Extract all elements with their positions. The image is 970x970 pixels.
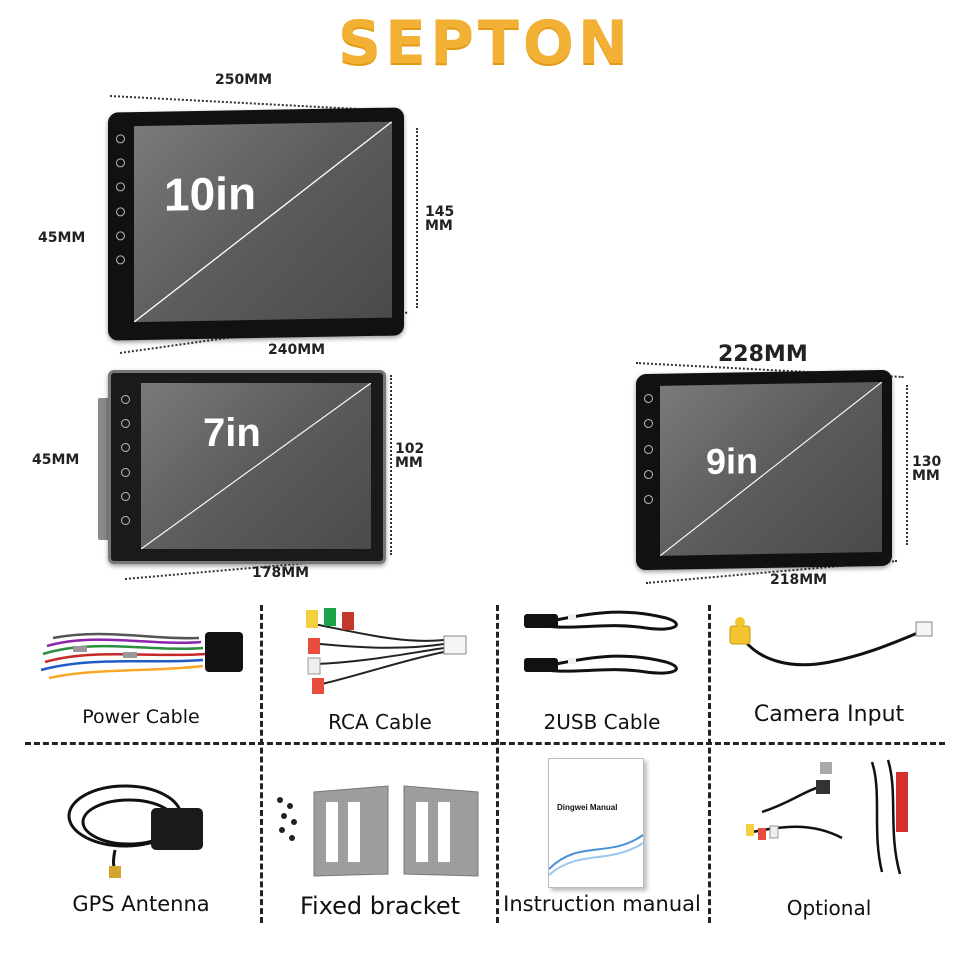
accessory-fixed-bracket: Fixed bracket <box>264 750 496 925</box>
accessory-label: 2USB Cable <box>543 710 661 734</box>
side-buttons <box>119 395 131 525</box>
accessory-gps-antenna: GPS Antenna <box>25 750 257 925</box>
accessory-usb-cable: 2USB Cable <box>496 610 708 740</box>
screen-size-label-9in: 9in <box>706 440 759 483</box>
accessory-label: RCA Cable <box>328 710 432 734</box>
screen-size-label-10in: 10in <box>164 166 257 221</box>
dimension-bottom-width-10in: 240MM <box>268 342 326 358</box>
side-buttons <box>114 134 126 265</box>
optional-cable-icon <box>746 759 908 875</box>
height-value-7in: 102 <box>395 441 425 457</box>
dimension-top-width-9in: 228MM <box>718 342 808 367</box>
dimension-top-width-10in: 250MM <box>215 72 273 88</box>
brand-logo: SEPTON <box>337 8 633 78</box>
manual-wave-graphic <box>549 834 643 876</box>
accessory-label: Optional <box>786 896 872 920</box>
accessory-label: Camera Input <box>753 702 905 727</box>
fixed-bracket-icon <box>277 785 479 877</box>
accessory-label: Fixed bracket <box>299 892 461 920</box>
dimension-depth-7in: 45MM <box>32 452 80 468</box>
screen-9in: 9in <box>660 381 882 556</box>
accessory-power-cable: Power Cable <box>25 610 257 740</box>
accessory-optional: Optional <box>712 750 946 925</box>
screen-size-label-7in: 7in <box>203 411 261 455</box>
accessory-instruction-manual: Dingwei Manual Instruction manual <box>496 750 708 925</box>
height-unit-9in: MM <box>912 468 940 484</box>
dimension-depth-10in: 45MM <box>38 230 86 246</box>
accessory-label: GPS Antenna <box>72 892 210 916</box>
camera-input-icon <box>729 617 933 667</box>
screen-10in: 10in <box>134 121 392 323</box>
accessory-grid-divider-3 <box>708 605 711 923</box>
gps-antenna-icon <box>67 784 203 878</box>
dimension-bottom-width-7in: 178MM <box>252 565 310 581</box>
usb-cable-icon <box>524 610 678 675</box>
dimension-line-height-9in <box>906 385 908 545</box>
dimension-line-height-7in <box>390 375 392 555</box>
side-buttons <box>642 393 654 505</box>
accessory-grid-horizontal-divider <box>25 742 945 745</box>
dimension-line-height-10in <box>416 128 418 308</box>
car-stereo-10in: 10in <box>108 107 404 341</box>
dimension-height-10in: 145 MM <box>425 205 454 233</box>
height-unit-7in: MM <box>395 455 423 471</box>
accessory-camera-input: Camera Input <box>712 610 946 740</box>
height-value-10in: 145 <box>425 204 455 220</box>
accessory-label: Instruction manual <box>503 892 701 916</box>
dimension-height-9in: 130 MM <box>912 455 941 483</box>
manual-icon: Dingwei Manual <box>548 758 644 888</box>
power-cable-icon <box>40 632 243 680</box>
dimension-height-7in: 102 MM <box>395 442 424 470</box>
accessory-grid-divider-2 <box>496 605 499 923</box>
height-value-9in: 130 <box>912 454 942 470</box>
accessory-rca-cable: RCA Cable <box>264 608 496 740</box>
manual-title: Dingwei Manual <box>557 803 618 812</box>
rca-cable-icon <box>306 608 467 694</box>
car-stereo-9in: 9in <box>636 369 892 571</box>
screen-7in: 7in <box>141 383 371 549</box>
car-stereo-7in: 7in <box>108 370 386 564</box>
accessory-grid-divider-1 <box>260 605 263 923</box>
accessory-label: Power Cable <box>82 706 200 728</box>
height-unit-10in: MM <box>425 218 453 234</box>
dimension-bottom-width-9in: 218MM <box>770 572 828 588</box>
